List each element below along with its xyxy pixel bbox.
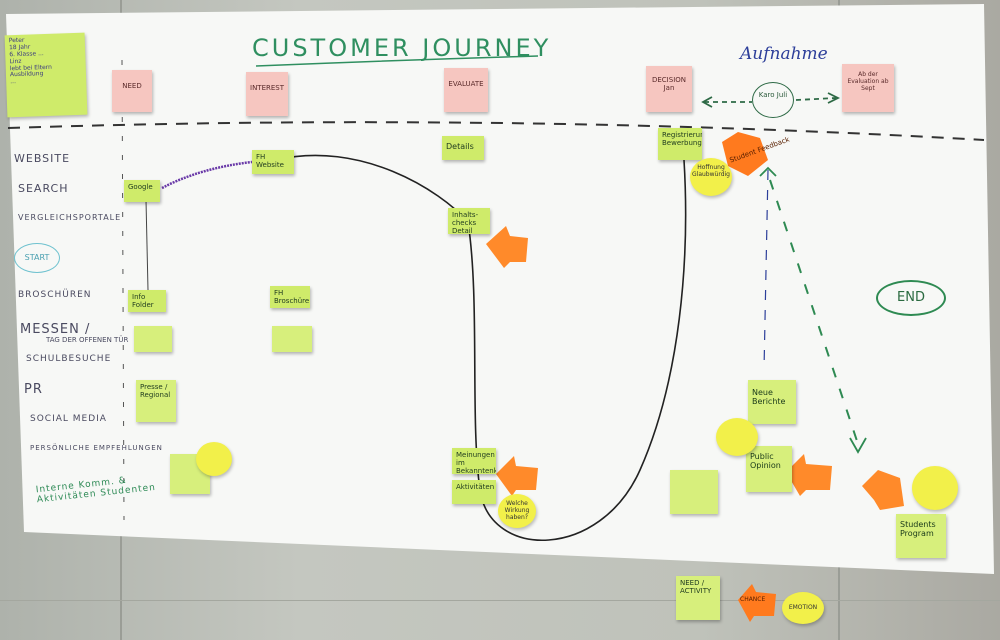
speech-bubble	[716, 418, 758, 456]
note-aktivitaeten: Aktivitäten	[452, 480, 496, 504]
divider-line	[7, 121, 985, 141]
note-registrierung: Registrierung Bewerbung	[658, 128, 702, 160]
connector-line	[145, 199, 149, 291]
label-persoenlich: PERSÖNLICHE EMPFEHLUNGEN	[30, 444, 163, 452]
note-public: Public Opinion	[746, 446, 792, 492]
arrow-head	[701, 96, 713, 108]
label-pr: PR	[24, 382, 43, 397]
note-google: Google	[124, 180, 160, 202]
wall-line	[0, 600, 1000, 601]
note-inhalt: Inhalts-checks Detail	[448, 208, 490, 234]
note-blank	[670, 470, 718, 514]
label-messen-sub: TAG DER OFFENEN TÜR	[46, 336, 129, 344]
note-fh-website: FH Website	[252, 150, 294, 174]
title-underline	[255, 55, 539, 67]
label-vergleich: VERGLEICHSPORTALE	[18, 213, 122, 222]
column-line	[121, 59, 125, 521]
stage-evaluate: EVALUATE	[444, 68, 488, 112]
page-title: CUSTOMER JOURNEY	[252, 34, 552, 62]
orange-arrow-note	[862, 470, 904, 510]
orange-arrow-note	[486, 226, 528, 268]
stage-need: NEED	[112, 70, 152, 112]
stage-decision: DECISION Jan	[646, 66, 692, 112]
note-fh-broschuere: FH Broschüre	[270, 286, 310, 308]
arrow-head	[759, 166, 777, 177]
arrow-head	[827, 92, 841, 104]
label-messen: MESSEN /	[20, 322, 91, 337]
orange-arrow-note	[722, 132, 768, 176]
note-details: Details	[442, 136, 484, 160]
bubble-emotion: EMOTION	[782, 592, 824, 624]
note-students-program: Students Program	[896, 514, 946, 558]
label-start: START	[14, 243, 60, 273]
label-broschueren: BROSCHÜREN	[18, 290, 92, 300]
bubble-hoffnung: Hoffnung Glaubwürdig	[690, 158, 732, 196]
note-news: Neue Berichte	[748, 380, 796, 424]
connector-line	[161, 160, 253, 190]
label-search: SEARCH	[18, 182, 69, 195]
diagonal-arrow	[769, 179, 861, 451]
note-meinungen: Meinungen im Bekanntenkreis	[452, 448, 496, 474]
column-line	[763, 169, 769, 371]
phase-label: Aufnahme	[740, 44, 828, 64]
orange-arrow-note	[496, 456, 538, 496]
note-blank	[134, 326, 172, 352]
label-schulbesuche: SCHULBESUCHE	[26, 354, 112, 364]
label-end: END	[876, 280, 946, 316]
label-website: WEBSITE	[14, 152, 71, 165]
note-need-activity: NEED / ACTIVITY	[676, 576, 720, 620]
speech-bubble	[912, 466, 958, 510]
persona-note: Peter 18 Jahr 6. Klasse ... Linz lebt be…	[4, 32, 88, 118]
label-social: SOCIAL MEDIA	[30, 414, 107, 424]
arrow-head	[849, 437, 867, 454]
stage-karo: Karo Juli	[752, 82, 794, 118]
stage-sept: Ab der Evaluation ab Sept	[842, 64, 894, 112]
orange-arrow-note	[786, 454, 832, 496]
bubble-welche: Welche Wirkung haben?	[498, 494, 536, 528]
note-info-folder: Info Folder	[128, 290, 166, 312]
speech-bubble	[196, 442, 232, 476]
orange-chance-text: CHANCE	[740, 596, 766, 603]
note-presse: Presse / Regional	[136, 380, 176, 422]
orange-arrow-note	[738, 584, 776, 622]
note-blank	[272, 326, 312, 352]
stage-interest: INTEREST	[246, 72, 288, 116]
arrow-line	[795, 97, 837, 101]
